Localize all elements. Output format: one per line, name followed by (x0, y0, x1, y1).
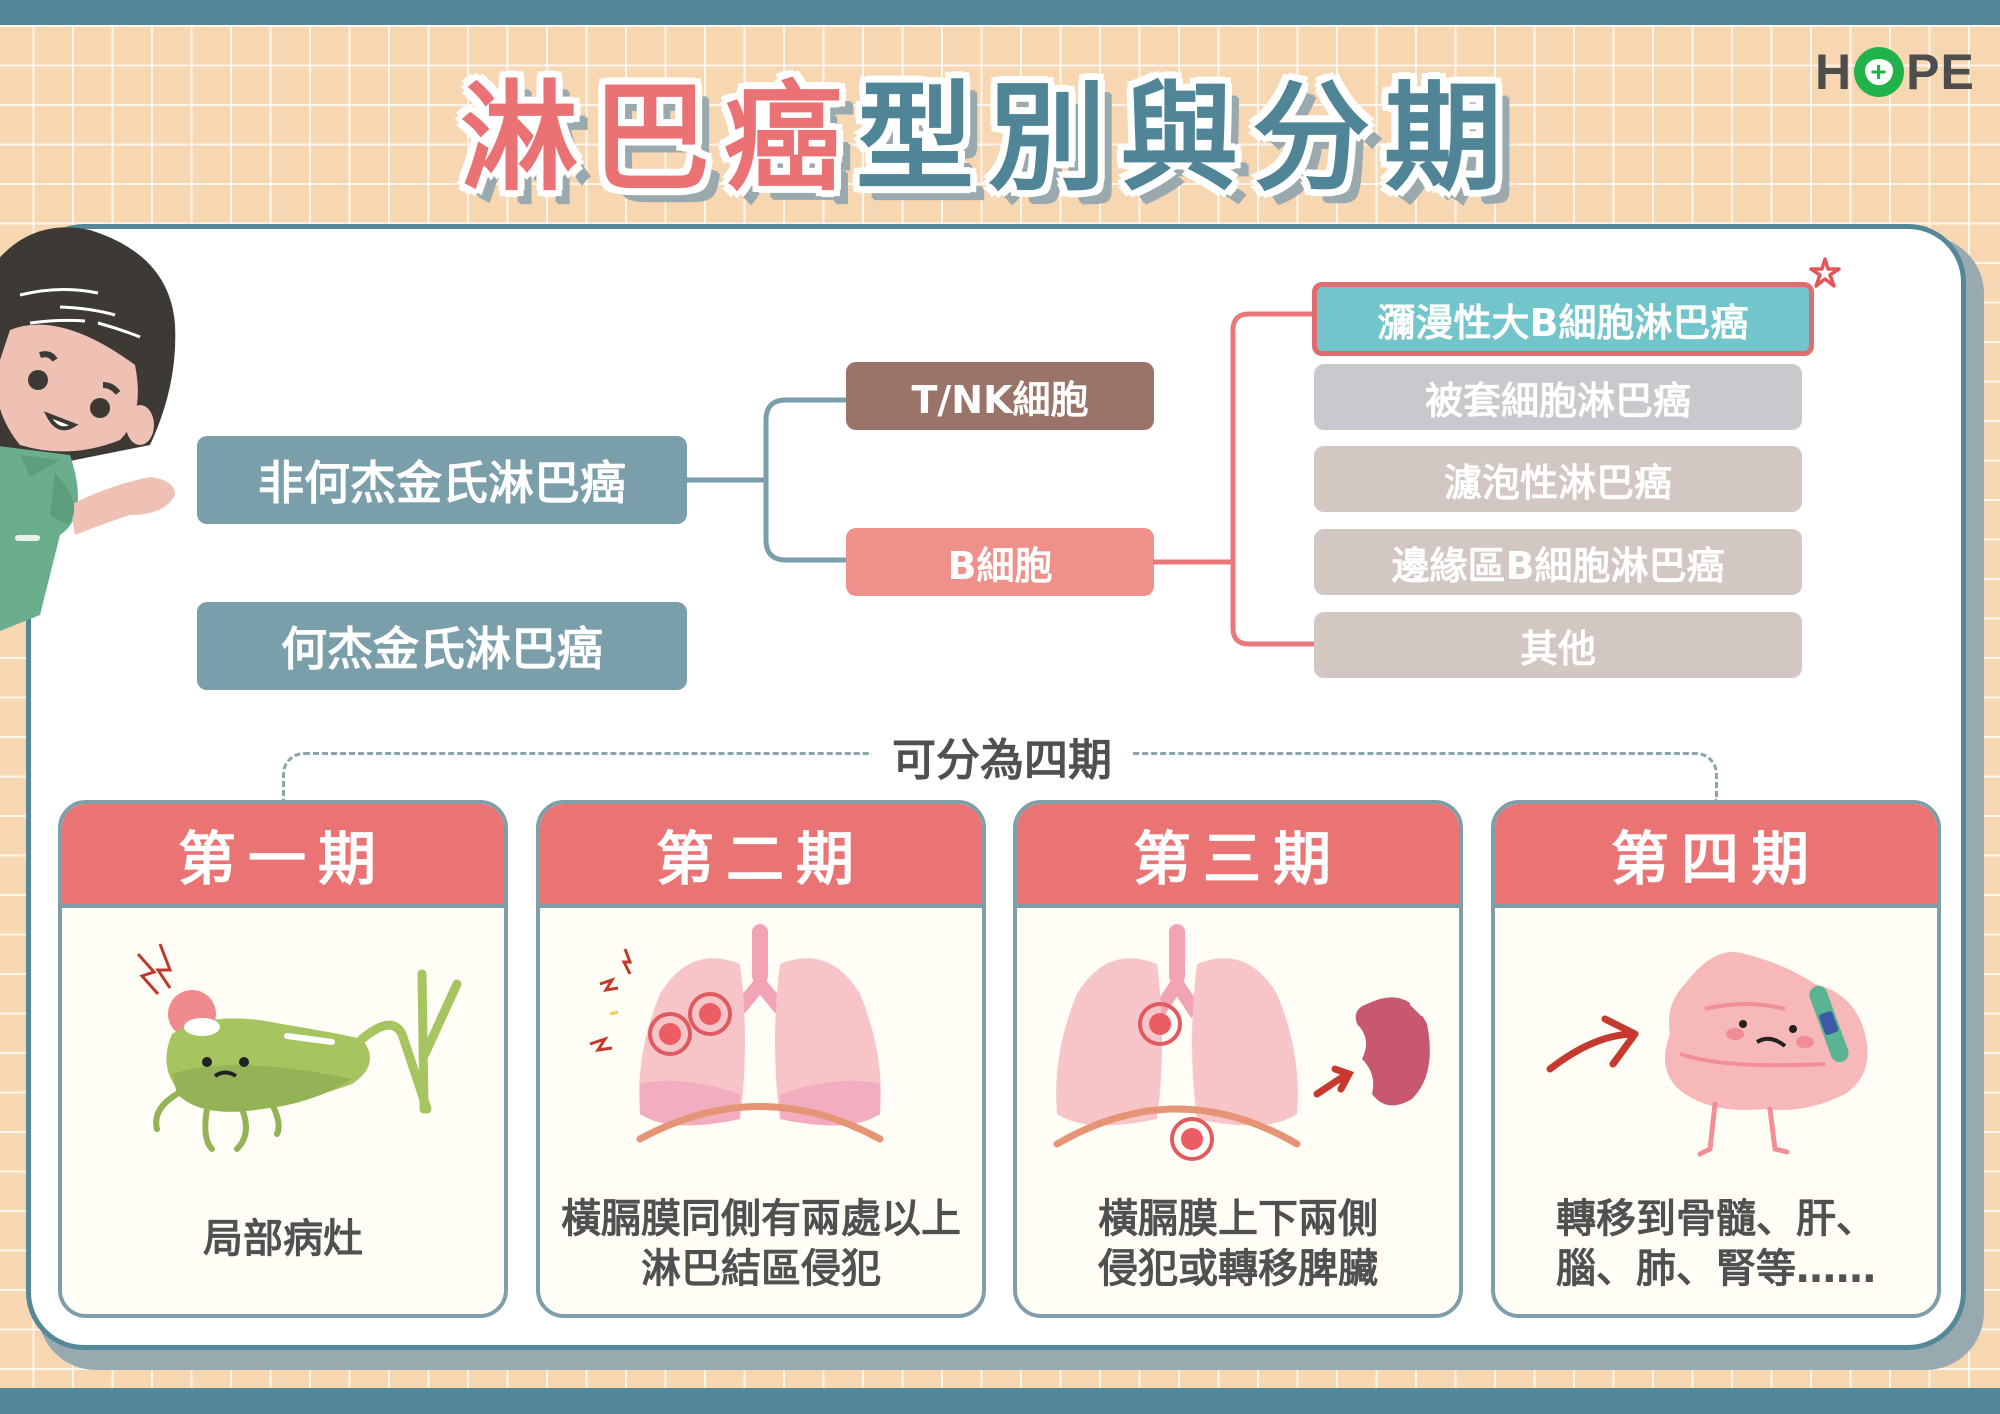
stage-card-2: 第二期 橫膈膜同側有兩處以上 淋巴結區侵犯 (536, 800, 986, 1318)
stage-description-line: 轉移到骨髓、肝、 (1556, 1196, 1876, 1242)
stage-card-4: 第四期 轉移到骨髓、肝、 腦、肺、腎等…… (1491, 800, 1941, 1318)
stage-description-line: 局部病灶 (203, 1216, 363, 1262)
top-band (0, 0, 2000, 25)
b-cell-connector (1153, 311, 1318, 647)
stage-title: 第四期 (1495, 804, 1937, 908)
subtype-mantle-cell: 被套細胞淋巴癌 (1314, 364, 1802, 430)
star-icon (1809, 257, 1841, 288)
hope-logo: H + PE (1815, 42, 1975, 102)
stage-description-line: 橫膈膜上下兩側 (1098, 1196, 1378, 1242)
subtype-other: 其他 (1314, 612, 1802, 678)
title-char: 癌 (724, 68, 847, 207)
nurse-illustration-icon (0, 215, 190, 635)
title-char: 與 (1120, 68, 1243, 207)
title-char: 別 (988, 68, 1111, 207)
page-title: 淋 巴 癌 型 別 與 分 期 (460, 52, 1506, 207)
subtype-dlbcl: 瀰漫性大B細胞淋巴癌 (1312, 282, 1814, 356)
lungs-icon (589, 924, 884, 1143)
title-char: 分 (1252, 68, 1375, 207)
stages-label: 可分為四期 (872, 724, 1132, 788)
intestine-icon (1546, 952, 1868, 1157)
stage-title: 第二期 (540, 804, 982, 908)
non-hodgkin-lymphoma-box: 非何杰金氏淋巴癌 (197, 436, 687, 524)
subtype-follicular: 濾泡性淋巴癌 (1314, 446, 1802, 512)
stage-card-1: 第一期 局部病灶 (58, 800, 508, 1318)
root-connector (686, 397, 846, 563)
stage-description-line: 淋巴結區侵犯 (641, 1246, 881, 1292)
subtype-marginal-zone: 邊緣區B細胞淋巴癌 (1314, 529, 1802, 595)
title-char: 巴 (592, 68, 715, 207)
stage-description-line: 橫膈膜同側有兩處以上 (561, 1196, 961, 1242)
gallbladder-icon (136, 943, 462, 1152)
stage-title: 第一期 (62, 804, 504, 908)
stage-card-3: 第三期 橫膈膜上下兩側 侵犯或轉移脾臟 (1013, 800, 1463, 1318)
title-char: 型 (856, 68, 979, 207)
stage-title: 第三期 (1017, 804, 1459, 908)
tnk-cell-box: T/NK細胞 (846, 362, 1154, 430)
hodgkin-lymphoma-box: 何杰金氏淋巴癌 (197, 602, 687, 690)
logo-suffix: PE (1906, 44, 1975, 100)
heart-cross-icon: + (1854, 47, 1905, 97)
logo-prefix: H (1815, 44, 1853, 100)
title-char: 淋 (460, 68, 583, 207)
b-cell-box: B細胞 (846, 528, 1154, 596)
stage-description-line: 腦、肺、腎等…… (1556, 1246, 1876, 1292)
stage-description-line: 侵犯或轉移脾臟 (1098, 1246, 1378, 1292)
title-char: 期 (1384, 68, 1507, 207)
bottom-band (0, 1388, 2000, 1414)
lungs-spleen-icon (1053, 924, 1430, 1161)
